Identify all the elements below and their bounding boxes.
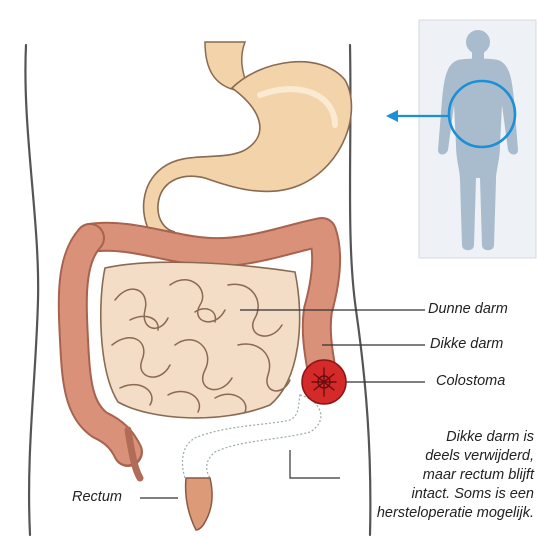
explanatory-note: Dikke darm is deels verwijderd, maar rec… — [318, 428, 534, 523]
label-rectum: Rectum — [72, 489, 122, 505]
label-colostoma: Colostoma — [436, 373, 505, 389]
colostoma-stoma — [302, 360, 346, 404]
label-dikke-darm: Dikke darm — [430, 336, 503, 352]
note-line: hersteloperatie mogelijk. — [318, 504, 534, 523]
note-line: deels verwijderd, — [318, 447, 534, 466]
note-line: maar rectum blijft — [318, 466, 534, 485]
label-dunne-darm: Dunne darm — [428, 301, 508, 317]
body-location-inset — [419, 20, 536, 258]
stomach — [144, 42, 352, 232]
note-line: intact. Soms is een — [318, 485, 534, 504]
rectum — [186, 478, 212, 530]
small-intestine — [101, 262, 300, 418]
note-line: Dikke darm is — [318, 428, 534, 447]
